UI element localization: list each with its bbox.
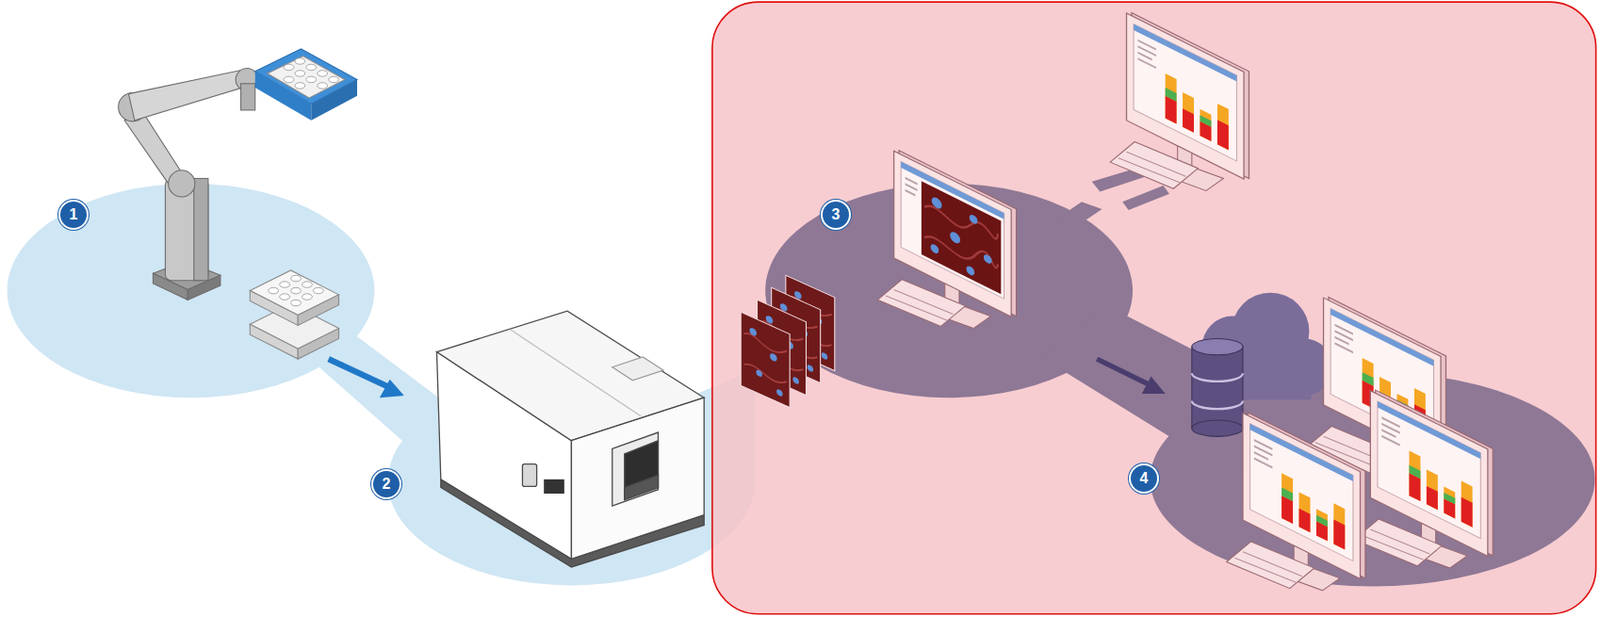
imaging-instrument bbox=[436, 310, 704, 568]
results-monitor bbox=[1226, 409, 1366, 596]
callout-number: 3 bbox=[820, 199, 851, 230]
stage-grounds bbox=[7, 183, 756, 587]
plate-in-gripper bbox=[255, 48, 358, 121]
robot-arm bbox=[118, 68, 259, 301]
image-stack bbox=[740, 275, 835, 408]
plate-stack bbox=[249, 270, 339, 360]
analysis-region bbox=[712, 1, 1597, 615]
callout-number: 1 bbox=[58, 199, 89, 230]
callout-number: 4 bbox=[1128, 463, 1160, 494]
results-monitor bbox=[1110, 10, 1249, 196]
database-cloud bbox=[1191, 293, 1333, 438]
analysis-grounds bbox=[765, 163, 1595, 587]
results-monitor bbox=[1354, 387, 1493, 573]
image-analysis-monitor bbox=[877, 147, 1016, 334]
callout-number: 2 bbox=[371, 469, 402, 500]
